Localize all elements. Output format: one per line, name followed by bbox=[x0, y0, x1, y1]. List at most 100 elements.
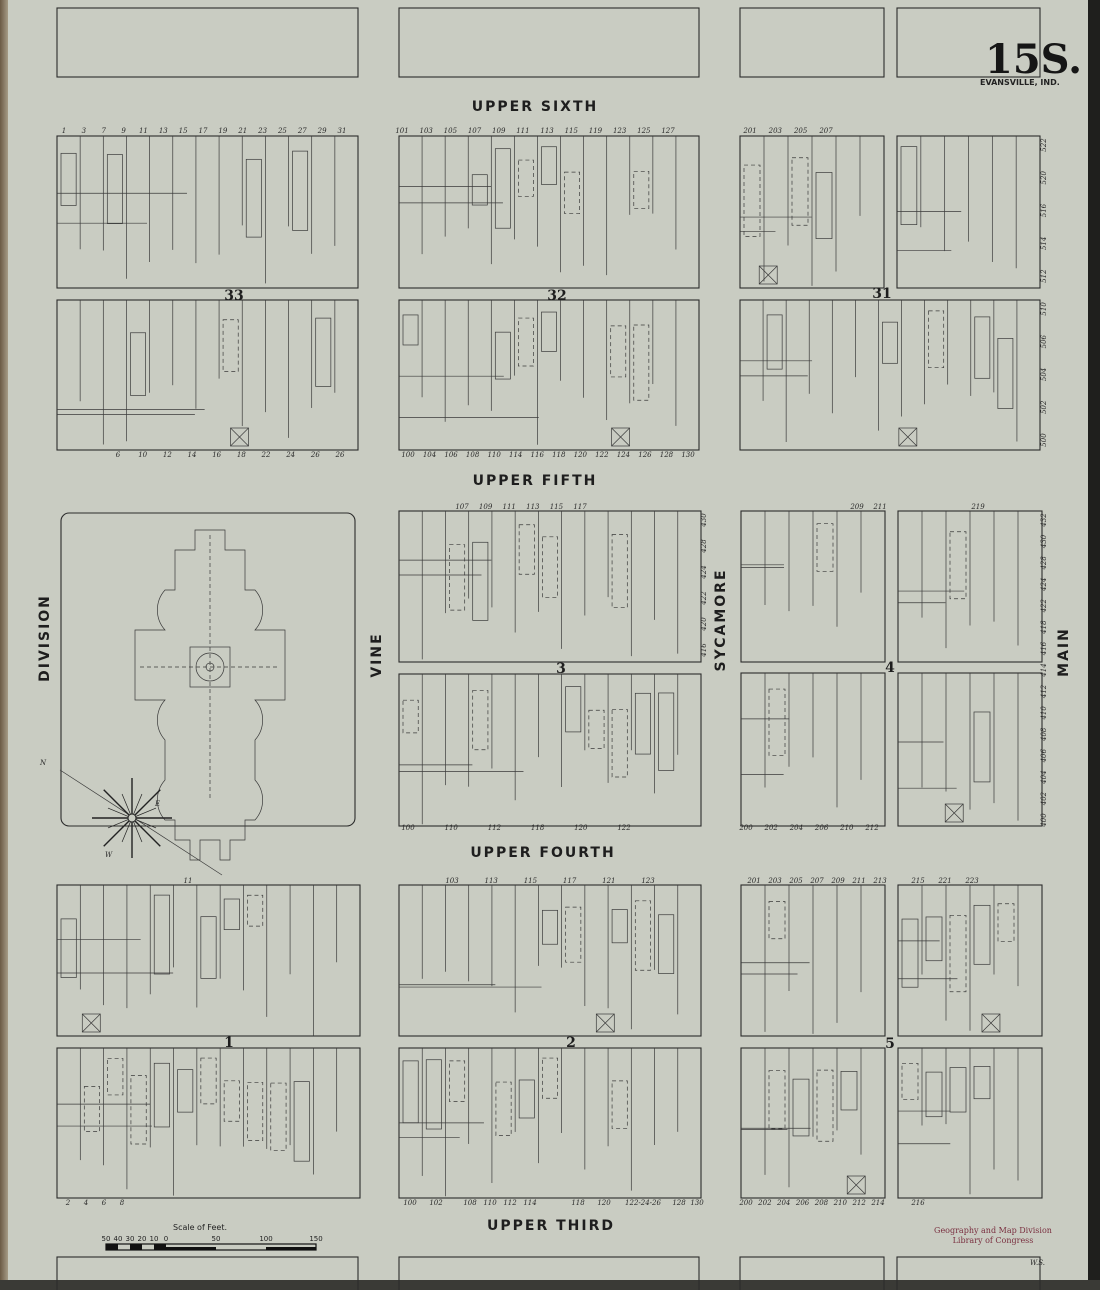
address-number: 205 bbox=[793, 127, 808, 135]
building-outline bbox=[542, 909, 558, 945]
address-number: 202 bbox=[764, 824, 779, 832]
address-number: 410 bbox=[1040, 706, 1048, 721]
city-block bbox=[398, 7, 700, 78]
scan-border-right bbox=[1088, 0, 1100, 1290]
address-number: 115 bbox=[565, 127, 579, 135]
address-number: 25 bbox=[277, 127, 287, 135]
address-number: 11 bbox=[184, 877, 193, 885]
address-number: 422 bbox=[1040, 598, 1048, 613]
address-number: 502 bbox=[1040, 400, 1048, 414]
shed-outline bbox=[944, 803, 964, 823]
address-number: 117 bbox=[573, 503, 587, 511]
address-number: 119 bbox=[589, 127, 603, 135]
building-outline bbox=[402, 699, 419, 734]
address-number: 404 bbox=[1040, 770, 1048, 784]
building-outline bbox=[177, 1069, 194, 1113]
address-number: 203 bbox=[768, 127, 783, 135]
address-number: 213 bbox=[872, 877, 887, 885]
address-number: 102 bbox=[429, 1199, 443, 1207]
address-number: 111 bbox=[516, 127, 529, 135]
building-outline bbox=[791, 157, 809, 226]
city-block bbox=[739, 299, 1041, 451]
address-number: 118 bbox=[571, 1199, 585, 1207]
address-number: 412 bbox=[1040, 684, 1048, 699]
address-number: 400 bbox=[1040, 813, 1048, 828]
compass-east: E bbox=[154, 800, 160, 808]
address-number: 107 bbox=[468, 127, 482, 135]
building-outline bbox=[766, 314, 783, 370]
address-number: 17 bbox=[199, 127, 208, 135]
building-outline bbox=[495, 1081, 512, 1136]
building-outline bbox=[60, 918, 77, 978]
building-outline bbox=[928, 310, 945, 369]
address-number: 24 bbox=[285, 451, 295, 459]
compass-ray bbox=[131, 789, 161, 819]
address-number: 103 bbox=[419, 127, 433, 135]
address-number: 4 bbox=[83, 1199, 88, 1207]
building-outline bbox=[588, 709, 605, 749]
shed-cross bbox=[981, 1013, 1001, 1033]
street-division: DIVISION bbox=[37, 594, 53, 682]
address-number: 520 bbox=[1040, 171, 1048, 185]
scale-tick-label: 50 bbox=[212, 1235, 221, 1243]
address-number: 406 bbox=[1040, 748, 1048, 763]
address-number: 212 bbox=[851, 1199, 866, 1207]
address-number: 416 bbox=[1040, 641, 1048, 656]
address-number: 432 bbox=[1040, 513, 1048, 528]
address-number: 122-24-26 bbox=[625, 1199, 661, 1207]
building-outline bbox=[130, 332, 146, 396]
address-number: 108 bbox=[466, 451, 480, 459]
blocks-layer bbox=[56, 7, 1043, 1290]
address-number: 12 bbox=[163, 451, 172, 459]
building-outline bbox=[106, 154, 123, 224]
address-number: 31 bbox=[338, 127, 347, 135]
address-number: 430 bbox=[700, 513, 708, 528]
building-outline bbox=[518, 159, 534, 197]
address-number: 3 bbox=[82, 127, 87, 135]
city-block bbox=[398, 884, 702, 1037]
address-number: 522 bbox=[1040, 138, 1048, 152]
building-outline bbox=[541, 146, 557, 185]
building-outline bbox=[564, 171, 580, 214]
address-number: 430 bbox=[1040, 534, 1048, 549]
building-outline bbox=[925, 1071, 943, 1118]
street-upper-third: UPPER THIRD bbox=[487, 1218, 615, 1234]
city-block bbox=[739, 7, 885, 78]
building-outline bbox=[60, 152, 77, 206]
address-number: 414 bbox=[1040, 663, 1048, 677]
building-outline bbox=[815, 172, 833, 239]
address-number: 209 bbox=[849, 503, 864, 511]
city-block bbox=[56, 299, 359, 451]
address-number: 109 bbox=[492, 127, 506, 135]
building-outline bbox=[223, 898, 240, 930]
scale-tick-label: 10 bbox=[150, 1235, 159, 1243]
shed-outline bbox=[846, 1175, 866, 1195]
surveyor-initials: W.S. bbox=[1030, 1259, 1045, 1267]
street-upper-fourth: UPPER FOURTH bbox=[470, 845, 615, 861]
building-outline bbox=[425, 1059, 442, 1130]
building-outline bbox=[449, 1060, 466, 1102]
building-outline bbox=[610, 325, 627, 378]
address-number: 424 bbox=[700, 565, 708, 579]
block-number-5: 5 bbox=[885, 1036, 895, 1052]
building-outline bbox=[611, 534, 628, 609]
city-block bbox=[896, 1256, 1041, 1290]
city-block bbox=[398, 510, 702, 663]
building-outline bbox=[494, 148, 511, 229]
building-outline bbox=[840, 1071, 858, 1111]
street-sycamore: SYCAMORE bbox=[713, 568, 729, 671]
building-outline bbox=[634, 692, 651, 755]
address-number: 124 bbox=[617, 451, 630, 459]
compass-ray bbox=[103, 789, 133, 819]
shed-outline bbox=[230, 427, 249, 447]
address-number: 125 bbox=[637, 127, 651, 135]
building-outline bbox=[900, 146, 918, 225]
paper-edge-left bbox=[0, 0, 8, 1290]
building-outline bbox=[293, 1081, 310, 1162]
address-number: 118 bbox=[531, 824, 545, 832]
address-number: 201 bbox=[746, 877, 760, 885]
address-number: 29 bbox=[317, 127, 327, 135]
address-number: 100 bbox=[401, 824, 415, 832]
building-outline bbox=[925, 916, 943, 962]
address-number: 19 bbox=[218, 127, 227, 135]
